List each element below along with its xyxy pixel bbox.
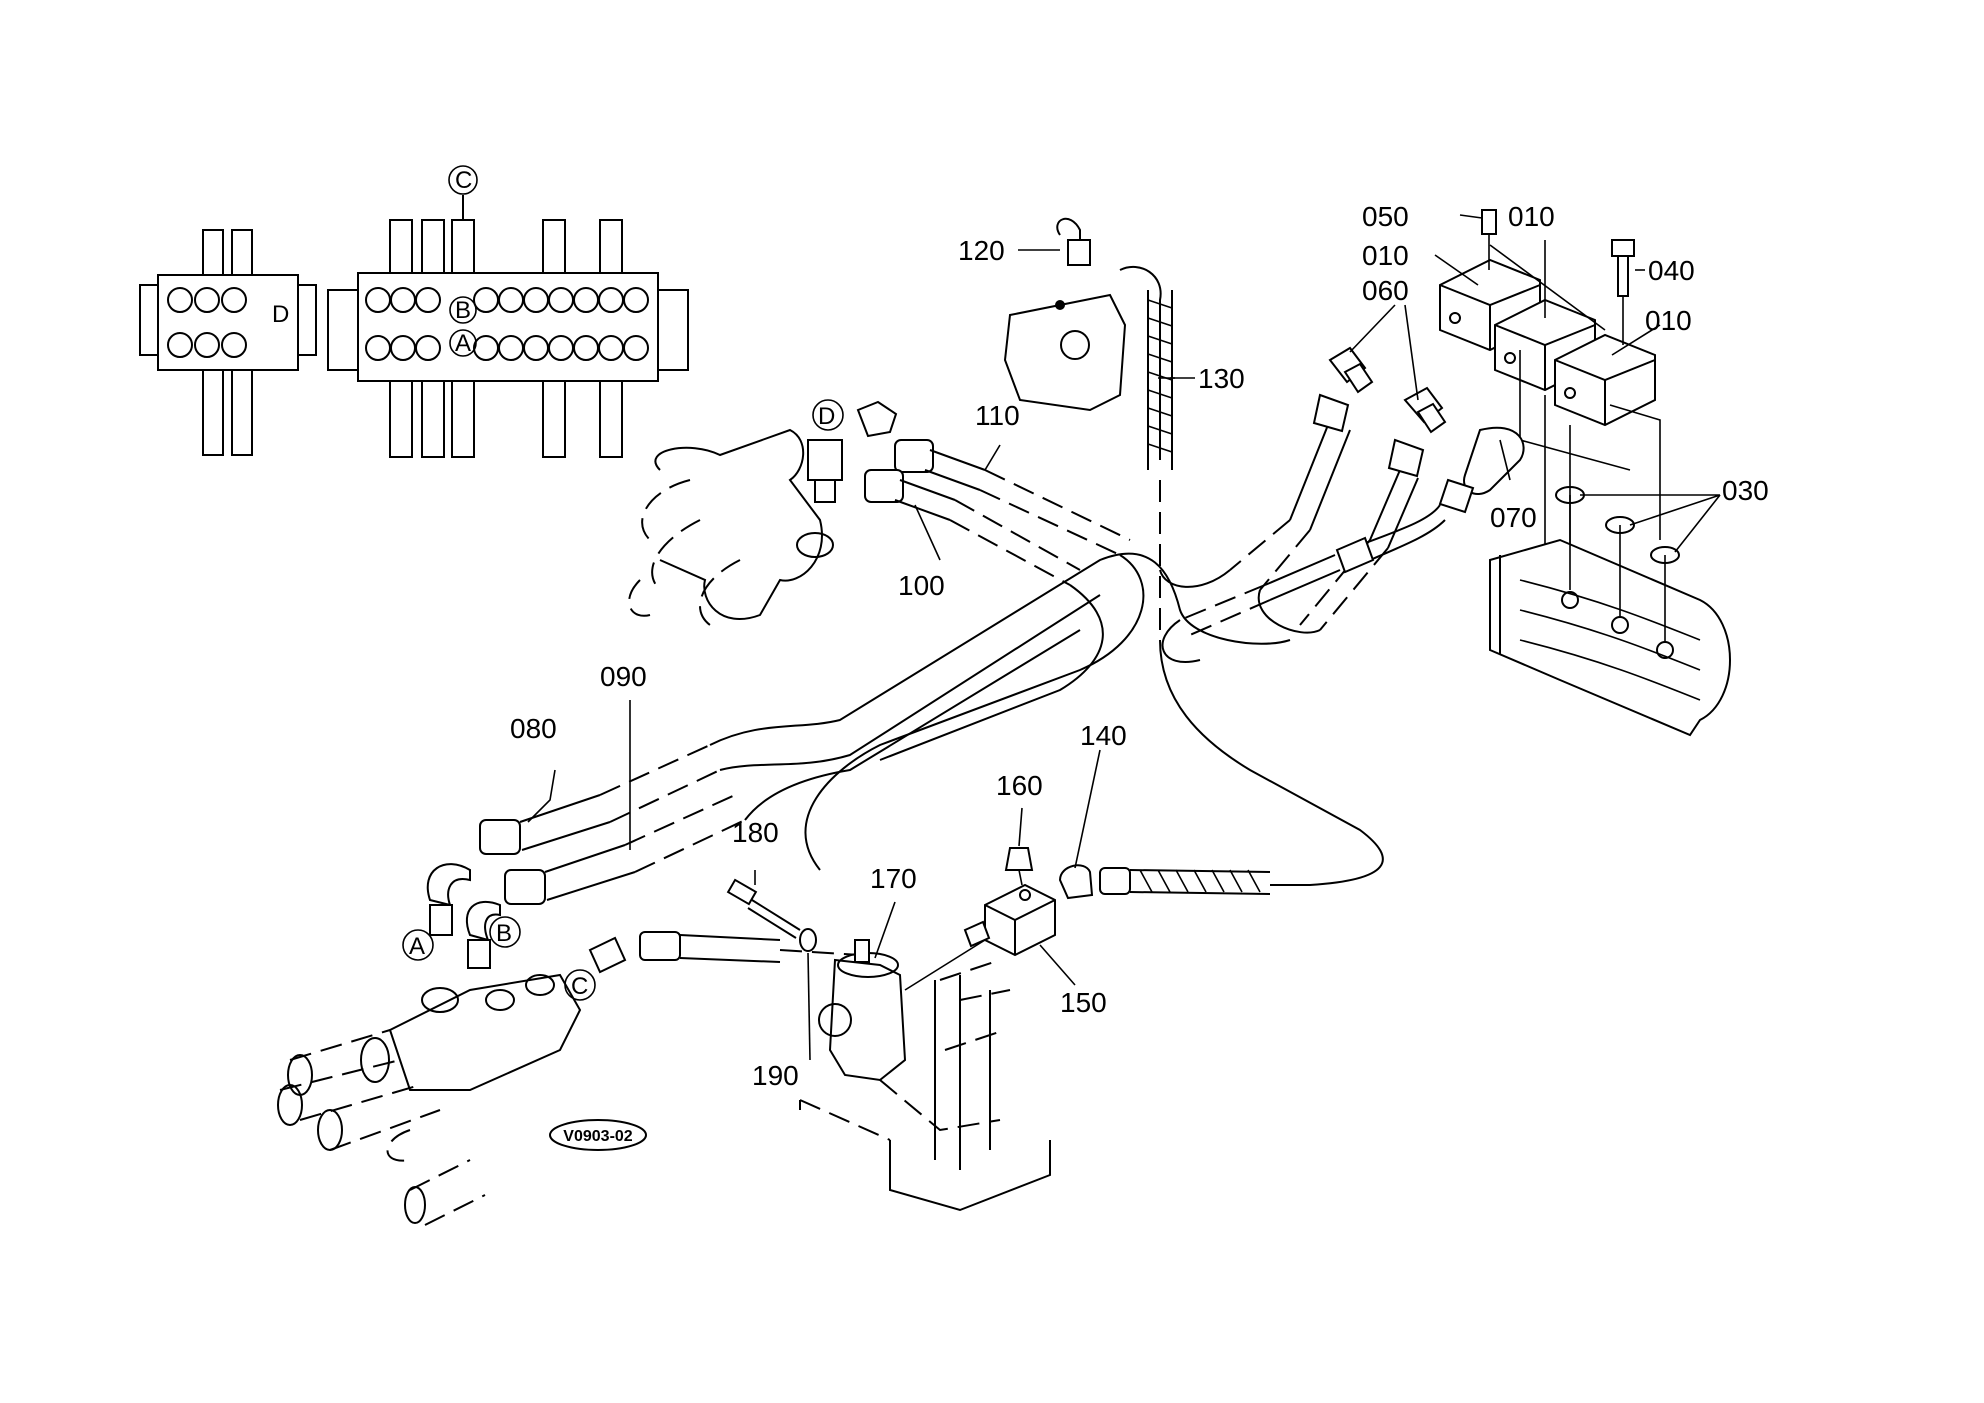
port-marker-c-schematic-circle xyxy=(448,165,478,195)
callout-010-left: 010 xyxy=(1362,240,1409,271)
lower-control-valve: A B C xyxy=(277,863,861,1226)
hoses-080-090 xyxy=(479,552,1291,905)
callout-060: 060 xyxy=(1362,275,1409,306)
callout-040: 040 xyxy=(1648,255,1695,286)
pump-and-hose-130 xyxy=(1003,217,1384,886)
callout-120: 120 xyxy=(958,235,1005,266)
port-marker-c-schematic: C xyxy=(455,167,472,194)
drawing-code: V0903-02 xyxy=(563,1128,632,1145)
port-marker-d-valve: D xyxy=(818,403,835,430)
callout-070: 070 xyxy=(1490,502,1537,533)
hose-100-110 xyxy=(804,439,1145,871)
port-marker-b-valve: B xyxy=(496,920,512,947)
hydraulic-pump xyxy=(1489,495,1731,737)
port-marker-c-valve: C xyxy=(571,973,588,1000)
port-marker-a-schematic: A xyxy=(455,330,471,357)
callout-090: 090 xyxy=(600,661,647,692)
callout-030: 030 xyxy=(1722,475,1769,506)
hoses-060-070 xyxy=(1159,346,1525,663)
callout-160: 160 xyxy=(996,770,1043,801)
callout-150: 150 xyxy=(1060,987,1107,1018)
callout-180: 180 xyxy=(732,817,779,848)
callout-170: 170 xyxy=(870,863,917,894)
port-marker-a-valve: A xyxy=(409,933,425,960)
callout-140: 140 xyxy=(1080,720,1127,751)
port-marker-b-schematic: B xyxy=(455,297,471,324)
callout-050: 050 xyxy=(1362,201,1409,232)
callout-110: 110 xyxy=(975,400,1020,431)
port-marker-d-schematic: D xyxy=(272,301,289,328)
large-valve-block xyxy=(327,195,689,458)
callout-100: 100 xyxy=(898,570,945,601)
small-valve-block xyxy=(139,229,317,456)
valve-schematic: D C B A xyxy=(139,165,689,458)
leader-lines xyxy=(527,214,1721,1061)
callout-010-right: 010 xyxy=(1645,305,1692,336)
right-manifold-blocks xyxy=(1439,209,1661,560)
callout-080: 080 xyxy=(510,713,557,744)
callout-190: 190 xyxy=(752,1060,799,1091)
callout-130: 130 xyxy=(1198,363,1245,394)
relief-valve-group xyxy=(726,847,1271,1212)
drawing-code-badge: V0903-02 xyxy=(549,1119,647,1151)
upper-control-valve: D xyxy=(628,399,898,626)
callout-labels: 050 010 010 010 040 060 070 030 120 130 … xyxy=(510,201,1769,1091)
callout-010-middle: 010 xyxy=(1508,201,1555,232)
